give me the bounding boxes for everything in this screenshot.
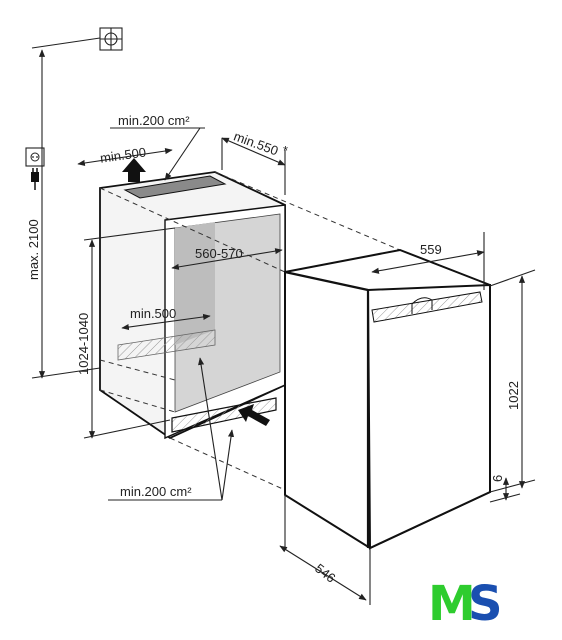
niche-depth-asterisk: *: [283, 143, 288, 158]
max-height-dimension: [31, 49, 101, 379]
bottom-width-label: min.500: [130, 306, 176, 321]
power-plug-icon: [31, 168, 39, 190]
power-socket-icon: [25, 147, 45, 167]
plinth-label: 6: [490, 475, 505, 482]
brand-logo: M S: [428, 576, 503, 632]
svg-text:S: S: [468, 576, 503, 632]
socket-symbol-icon: [99, 27, 123, 51]
niche-width-label: 560-570: [195, 246, 243, 261]
power-connection-line: [31, 37, 101, 49]
max-height-label: max. 2100: [26, 219, 41, 280]
niche-depth-label: min.550: [232, 129, 281, 159]
svg-text:M: M: [428, 576, 476, 632]
appliance-height-label: 1022: [506, 381, 521, 410]
niche-height-dimension: [83, 227, 176, 439]
appliance-width-label: 559: [420, 242, 442, 257]
vent-bottom-label: min.200 cm²: [120, 484, 192, 499]
airflow-in-arrow-icon: [238, 404, 270, 426]
niche-height-label: 1024-1040: [76, 313, 91, 375]
appliance-depth-label: 546: [312, 561, 338, 586]
vent-top-label: min.200 cm²: [118, 113, 190, 128]
appliance-body: [284, 248, 491, 550]
airflow-up-arrow-icon: [122, 158, 146, 182]
